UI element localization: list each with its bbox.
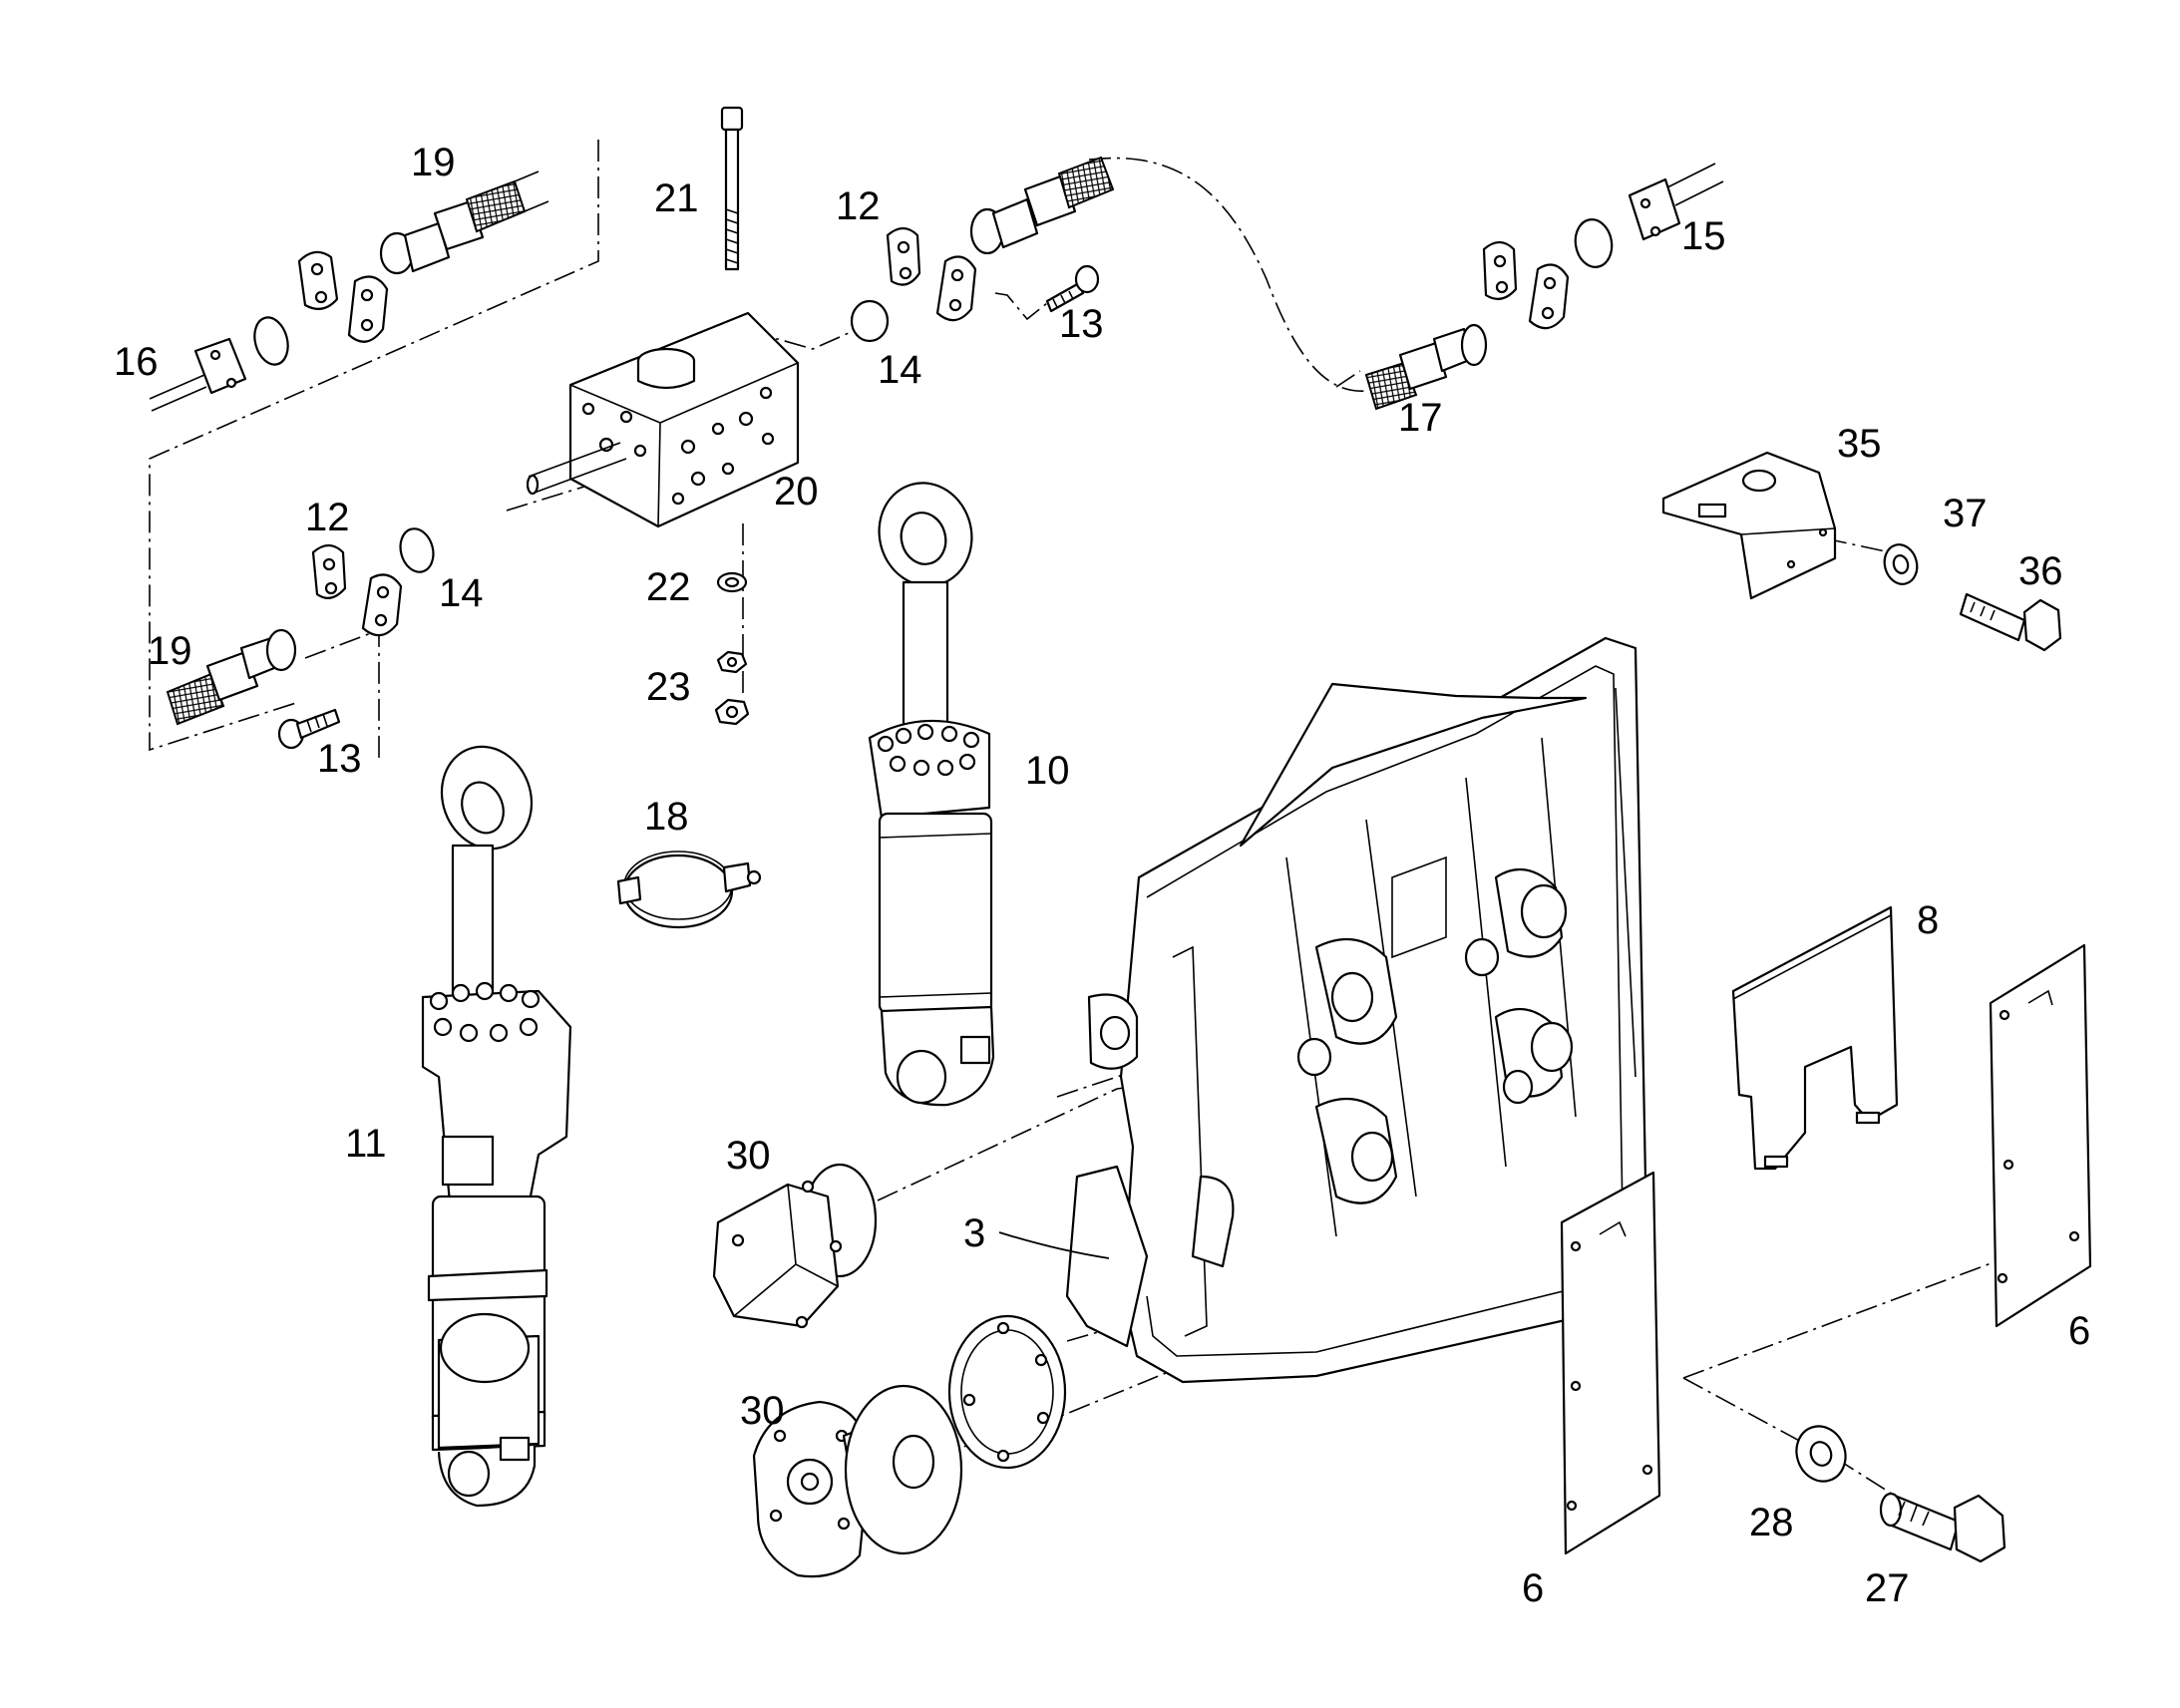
part-12-split-flange-lower-left [311,543,403,637]
callout-labels: 19 16 21 12 13 14 15 17 20 12 14 22 19 2… [114,141,2090,1610]
callout-21: 21 [654,176,699,220]
part-12-split-flange-upper-left [297,250,389,343]
callout-30-upper: 30 [726,1134,771,1178]
part-12-split-flange-upper-right [886,226,977,322]
callout-35: 35 [1837,422,1882,466]
part-18-hose-clamp [616,851,762,929]
part-3-main-frame [998,636,1649,1384]
callout-8: 8 [1917,898,1939,942]
part-13-bolt-lower [277,708,341,750]
part-27-bolt [1879,1492,2006,1563]
callout-13-lower: 13 [317,737,362,781]
part-14-o-ring-lower [399,527,435,573]
callout-22: 22 [646,565,691,609]
callout-19-upper: 19 [411,141,456,184]
callout-17: 17 [1398,396,1443,440]
callout-36: 36 [2018,549,2063,593]
part-14-o-ring-far-right [1574,218,1614,268]
callout-16: 16 [114,340,159,384]
callout-6-left: 6 [1522,1566,1544,1610]
callout-13-upper: 13 [1059,302,1104,346]
part-8-cover-plate [1731,905,1899,1171]
part-19-hose-fitting-right [969,156,1115,255]
callout-6-right: 6 [2068,1309,2090,1353]
part-35-bracket [1661,451,1837,600]
part-21-long-bolt [720,106,744,271]
callout-23: 23 [646,665,691,709]
part-20-valve-block [526,311,800,528]
callout-27: 27 [1865,1566,1910,1610]
part-16-flange [149,337,247,412]
part-12-split-flange-far-right [1482,240,1570,330]
part-37-washer [1883,543,1919,585]
part-10-hydraulic-cylinder [868,482,995,1107]
callout-18: 18 [644,795,689,839]
part-19-hose-fitting-upper [379,171,549,275]
part-6-plate-right [1989,943,2092,1328]
part-28-washer [1795,1425,1847,1483]
part-30-sensor-upper [712,1163,878,1329]
callout-30-lower: 30 [740,1389,785,1433]
part-17-hose-fitting [1364,323,1488,411]
part-14-o-ring-right [850,299,890,343]
callout-12-lower: 12 [305,496,350,539]
part-13-bolt-upper [1045,264,1100,313]
callout-20: 20 [774,470,819,513]
part-22-washer [716,571,748,593]
part-11-hydraulic-cylinder [421,745,572,1508]
callout-15: 15 [1681,214,1726,258]
part-14-o-ring-left [253,316,289,366]
callout-11: 11 [345,1122,387,1166]
callout-37: 37 [1943,492,1988,535]
part-15-flange [1628,163,1724,241]
callout-28: 28 [1749,1501,1794,1544]
callout-14-upper: 14 [878,348,922,392]
part-30-disc-assembly-lower [752,1314,1067,1578]
part-23-nuts [714,650,750,726]
callout-10: 10 [1025,749,1070,793]
part-19-hose-fitting-lower [166,628,297,726]
part-36-bolt [1959,592,2062,652]
callout-19-lower: 19 [148,629,192,673]
callout-14-lower: 14 [439,571,484,615]
callout-12-upper: 12 [836,184,881,228]
part-6-plate-left [1560,1171,1661,1555]
callout-3: 3 [963,1211,985,1255]
